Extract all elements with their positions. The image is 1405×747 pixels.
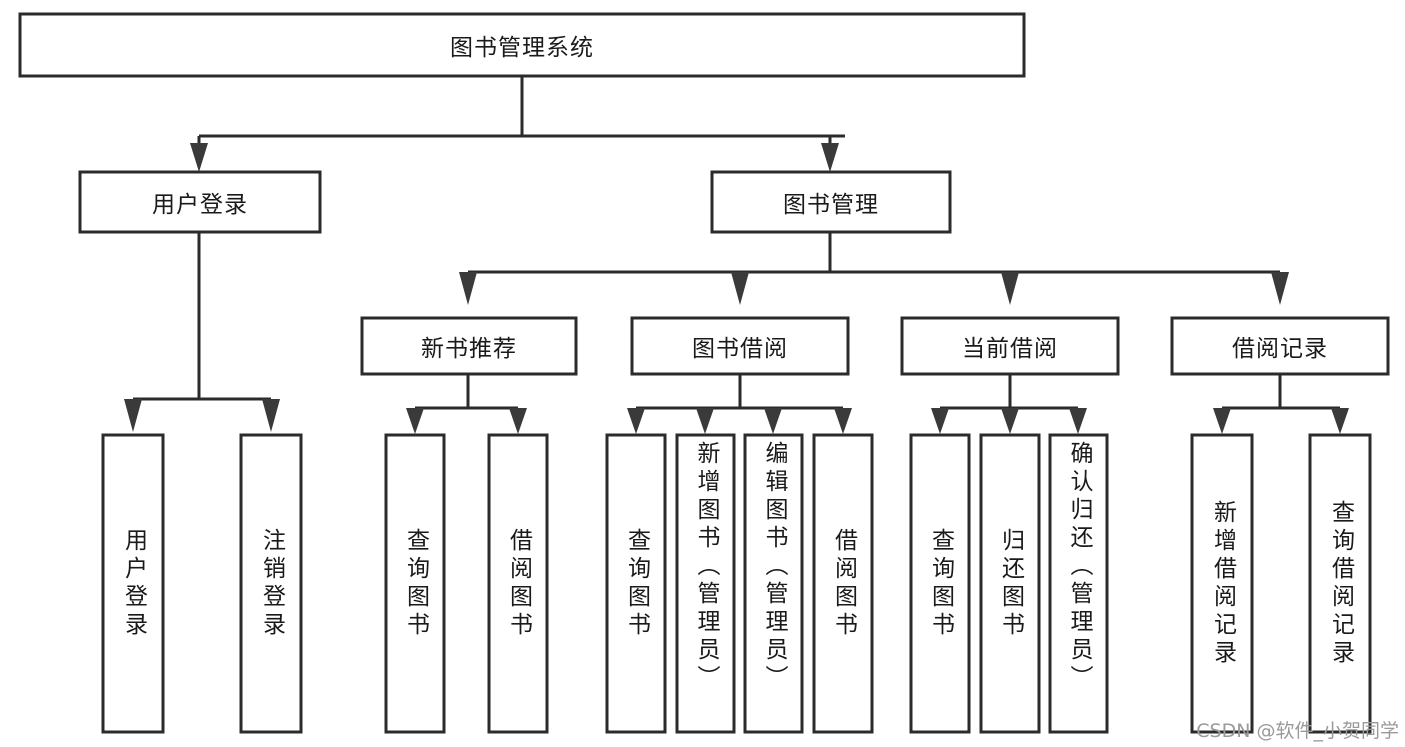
node-box-book-borrow[interactable] [630,316,850,376]
node-box-leaf-add-book-admin[interactable] [675,433,736,734]
connector-currentborrow-to-leaves [931,374,1087,434]
node-box-book-manage[interactable] [710,170,952,234]
node-box-leaf-return-book[interactable] [979,433,1041,734]
connector-borrowrecord-to-leaves [1213,374,1349,434]
connector-userlogin-to-leaves [124,232,280,432]
arrow-head-leaf-user-login [124,399,142,432]
node-box-leaf-logout-login[interactable] [239,433,303,734]
arrow-head-new-book-recommend [459,272,477,305]
arrow-head-leaf-confirm-return-admin [1069,408,1087,434]
arrow-head-book-manage [821,143,839,172]
connector-bookmanage-to-level3 [459,232,1289,305]
node-box-leaf-confirm-return-admin[interactable] [1048,433,1109,734]
arrow-head-user-login [190,143,208,172]
node-box-leaf-borrow-book-2[interactable] [812,433,874,734]
node-box-root[interactable] [18,12,1026,78]
arrow-head-book-borrow [731,272,749,305]
arrow-head-leaf-query-book-1 [406,408,424,434]
node-box-borrow-record[interactable] [1170,316,1390,376]
node-box-leaf-query-borrow-record[interactable] [1308,433,1372,734]
connector-bookborrow-to-leaves [627,374,852,434]
arrow-head-leaf-borrow-book-2 [834,408,852,434]
arrow-head-leaf-edit-book-admin [764,408,782,434]
arrow-head-leaf-query-book-2 [627,408,645,434]
arrow-head-borrow-record [1271,272,1289,305]
node-box-new-book-recommend[interactable] [360,316,578,376]
connector-root-to-level2 [190,76,845,172]
arrow-head-leaf-add-borrow-record [1213,408,1231,434]
arrow-head-leaf-query-book-3 [931,408,949,434]
node-box-leaf-query-book-1[interactable] [384,433,446,734]
arrow-head-leaf-logout-login [262,399,280,432]
arrow-head-leaf-return-book [1001,408,1019,434]
node-box-current-borrow[interactable] [900,316,1120,376]
node-box-leaf-edit-book-admin[interactable] [743,433,804,734]
arrow-head-leaf-add-book-admin [696,408,714,434]
node-box-leaf-query-book-3[interactable] [909,433,971,734]
node-box-leaf-user-login[interactable] [101,433,165,734]
node-box-leaf-query-book-2[interactable] [605,433,667,734]
node-box-user-login[interactable] [78,170,322,234]
arrow-head-leaf-query-borrow-record [1331,408,1349,434]
node-box-leaf-add-borrow-record[interactable] [1190,433,1254,734]
node-box-leaf-borrow-book-1[interactable] [487,433,549,734]
arrow-head-current-borrow [1001,272,1019,305]
connector-newbook-to-leaves [406,374,527,434]
arrow-head-leaf-borrow-book-1 [509,408,527,434]
